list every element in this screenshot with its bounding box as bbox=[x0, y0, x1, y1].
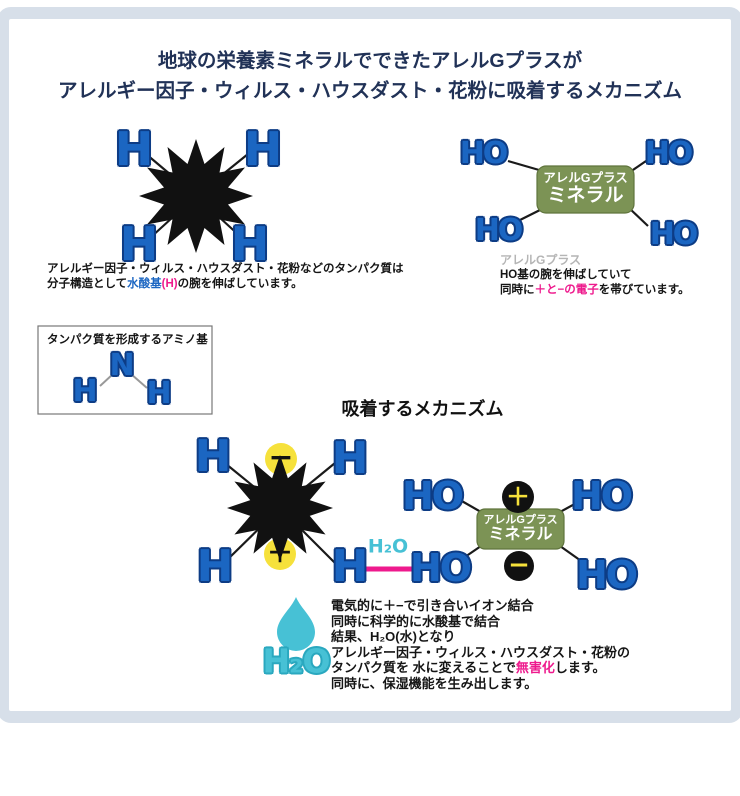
bond-h2o-label: H₂O bbox=[367, 535, 409, 558]
mech-mineral-box-label-line2: ミネラル bbox=[488, 526, 553, 544]
mineral-caption-gray: アレルGプラス bbox=[500, 253, 582, 267]
bond-h-atom: H bbox=[331, 541, 369, 592]
mechanism-title: 吸着するメカニズム bbox=[341, 399, 504, 419]
mech-allergen-h-top-left: H bbox=[194, 431, 232, 482]
mineral-ho-bottom-left: HO bbox=[474, 213, 524, 248]
mech-allergen-h-top-right: H bbox=[331, 433, 369, 484]
mechanism-caption-line4: アレルギー因子・ウィルス・ハウスダスト・花粉の bbox=[331, 644, 631, 660]
allergen-h-bottom-right: H bbox=[230, 217, 269, 271]
caption-text: タンパク質を 水に変えることで bbox=[331, 660, 516, 676]
plus-charge-symbol: ＋ bbox=[266, 539, 294, 569]
page-title-line1: 地球の栄養素ミネラルでできたアレルGプラスが bbox=[157, 50, 583, 72]
caption-text: します。 bbox=[554, 660, 606, 676]
mech-minus-charge-symbol: − bbox=[508, 550, 530, 580]
hydroxyl-highlight: 水酸基 bbox=[127, 278, 162, 290]
mechanism-caption: 電気的に＋−で引き合いイオン結合 同時に科学的に水酸基で結合 結果、H₂O(水)… bbox=[331, 598, 630, 692]
h-highlight: (H) bbox=[161, 278, 178, 290]
mechanism-caption-line1: 電気的に＋−で引き合いイオン結合 bbox=[331, 598, 534, 613]
mineral-ho-top-right: HO bbox=[644, 136, 694, 171]
electron-highlight: ＋と−の電子 bbox=[534, 284, 599, 296]
h2o-water-logo: H₂O bbox=[262, 641, 330, 681]
mechanism-caption-line5: タンパク質を 水に変えることで無害化します。 bbox=[331, 660, 630, 676]
amino-bond-lines bbox=[99, 373, 148, 389]
allergen-caption: アレルギー因子・ウィルス・ハウスダスト・花粉などのタンパク質は 分子構造として水… bbox=[47, 262, 404, 292]
allergen-caption-line2: 分子構造として水酸基(H)の腕を伸ばしています。 bbox=[47, 277, 404, 292]
amino-box-border bbox=[37, 325, 213, 415]
bond-ho-atom: HO bbox=[409, 546, 472, 590]
mineral-ho-bottom-right: HO bbox=[649, 217, 699, 252]
detox-highlight: 無害化 bbox=[515, 660, 555, 676]
water-droplet-icon bbox=[277, 597, 315, 651]
caption-text: を帯びています。 bbox=[598, 284, 690, 296]
mineral-ho-top-left: HO bbox=[459, 136, 509, 171]
allergen-caption-line1: アレルギー因子・ウィルス・ハウスダスト・花粉などのタンパク質は bbox=[47, 263, 404, 275]
minus-charge-symbol: − bbox=[268, 440, 294, 475]
mech-mineral-ho-bottom-right: HO bbox=[575, 553, 638, 597]
mineral-box-label: アレルGプラス ミネラル bbox=[537, 171, 634, 207]
mech-plus-charge-symbol: ＋ bbox=[506, 483, 530, 511]
mineral-caption-line2: 同時に＋と−の電子を帯びています。 bbox=[500, 283, 690, 298]
mech-plus-charge-circle bbox=[502, 481, 534, 513]
allergen-h-top-left: H bbox=[114, 122, 153, 176]
allergen-h-bottom-left: H bbox=[119, 217, 158, 271]
mineral-box-label-line1: アレルGプラス bbox=[543, 171, 628, 185]
amino-box-title: タンパク質を形成するアミノ基 bbox=[47, 334, 208, 346]
allergen-h-top-right: H bbox=[243, 122, 282, 176]
mineral-caption-line1: HO基の腕を伸ばしていて bbox=[500, 269, 632, 281]
mechanism-caption-line3: 結果、H₂O(水)となり bbox=[331, 629, 456, 645]
mineral-caption: HO基の腕を伸ばしていて 同時に＋と−の電子を帯びています。 bbox=[500, 268, 690, 298]
mechanism-caption-line2: 同時に科学的に水酸基で結合 bbox=[331, 613, 501, 629]
mech-mineral-ho-top-left: HO bbox=[401, 474, 464, 518]
mech-mineral-bond-lines bbox=[459, 499, 585, 564]
amino-h-right: H bbox=[146, 376, 171, 411]
mech-mineral-box-label-line1: アレルGプラス bbox=[483, 514, 558, 526]
caption-text: 分子構造として bbox=[47, 278, 128, 290]
mechanism-caption-line6: 同時に、保湿機能を生み出します。 bbox=[331, 675, 538, 691]
mech-allergen-h-bottom-left: H bbox=[196, 541, 234, 592]
mineral-green-box bbox=[536, 165, 635, 214]
caption-text: の腕を伸ばしています。 bbox=[177, 278, 303, 290]
mech-mineral-box-label: アレルGプラス ミネラル bbox=[477, 514, 564, 544]
page-title-line2: アレルギー因子・ウィルス・ハウスダスト・花粉に吸着するメカニズム bbox=[57, 80, 682, 102]
caption-text: 同時に bbox=[500, 284, 535, 296]
mech-minus-charge-circle bbox=[504, 551, 534, 581]
amino-n-atom: N bbox=[109, 348, 134, 383]
mineral-box-label-line2: ミネラル bbox=[547, 184, 624, 206]
amino-h-left: H bbox=[72, 374, 97, 409]
mech-mineral-ho-top-right: HO bbox=[570, 474, 633, 518]
